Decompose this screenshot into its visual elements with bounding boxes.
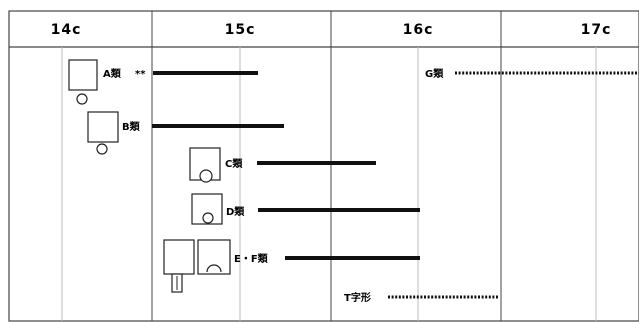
type-d-icon bbox=[191, 193, 223, 225]
type-ef-label: E・F類 bbox=[234, 252, 269, 265]
type-f-icon bbox=[197, 239, 231, 275]
type-c-label: C類 bbox=[225, 157, 243, 170]
type-g-label: G類 bbox=[425, 67, 444, 80]
type-a-icon bbox=[68, 59, 98, 105]
century-label-16c: 16c bbox=[403, 22, 434, 38]
type-t-label: T字形 bbox=[344, 291, 371, 304]
type-a-suffix: ** bbox=[135, 69, 146, 80]
century-label-14c: 14c bbox=[51, 22, 82, 38]
type-b-label: B類 bbox=[122, 120, 141, 133]
type-b-icon bbox=[87, 111, 119, 155]
type-e-icon bbox=[163, 239, 195, 293]
diagram-border bbox=[8, 10, 639, 322]
type-a-label: A類 bbox=[103, 67, 122, 80]
century-label-15c: 15c bbox=[225, 22, 256, 38]
century-label-17c: 17c bbox=[581, 22, 612, 38]
type-c-icon bbox=[189, 147, 221, 183]
type-d-label: D類 bbox=[226, 205, 245, 218]
